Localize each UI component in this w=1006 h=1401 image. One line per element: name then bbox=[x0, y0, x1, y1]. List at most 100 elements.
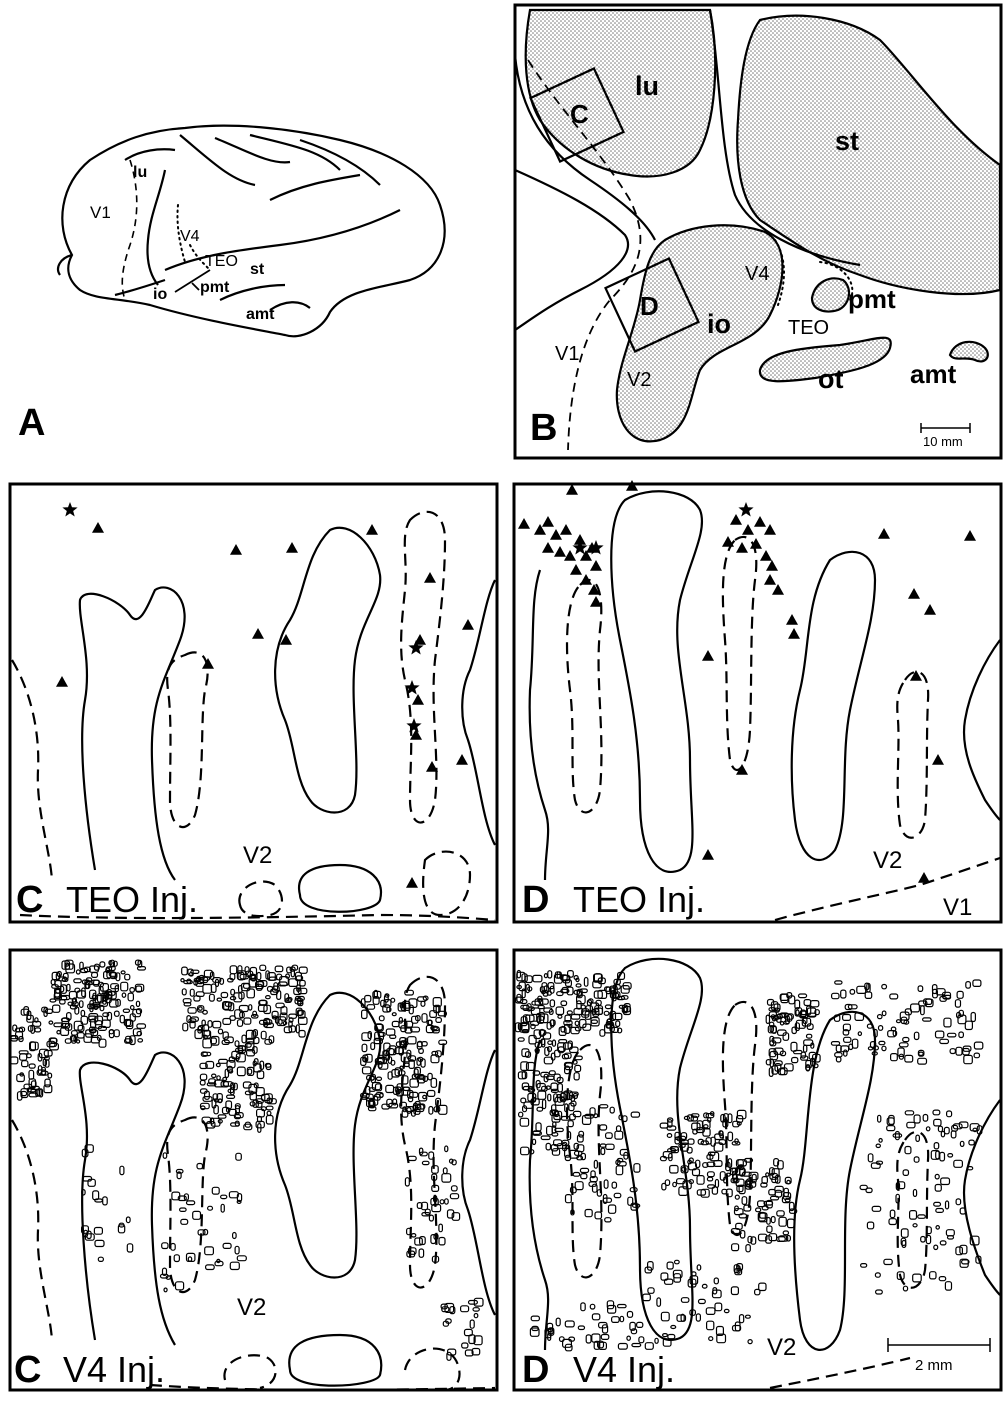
cell-marker bbox=[103, 1197, 108, 1205]
cell-marker bbox=[767, 1226, 772, 1232]
cell-marker bbox=[923, 1018, 932, 1021]
cell-marker bbox=[218, 1029, 222, 1034]
cell-marker bbox=[771, 1196, 779, 1200]
cell-marker bbox=[867, 1222, 873, 1229]
triangle-marker bbox=[252, 628, 264, 639]
label-v1: V1 bbox=[90, 203, 111, 222]
cell-marker bbox=[940, 1039, 949, 1043]
cell-marker bbox=[135, 984, 143, 991]
cell-marker bbox=[244, 1018, 251, 1024]
triangle-marker bbox=[786, 614, 798, 625]
cell-marker bbox=[469, 1301, 478, 1305]
cell-marker bbox=[724, 1309, 729, 1312]
cell-marker bbox=[964, 1055, 973, 1063]
cell-marker bbox=[249, 1005, 252, 1010]
cell-marker bbox=[561, 1117, 569, 1121]
cell-marker bbox=[755, 1289, 760, 1294]
cell-marker bbox=[164, 1288, 167, 1292]
cell-marker bbox=[182, 989, 186, 995]
cell-marker bbox=[48, 1073, 52, 1078]
cell-marker bbox=[620, 1316, 624, 1321]
cell-marker bbox=[835, 1053, 842, 1057]
cell-marker bbox=[547, 1126, 553, 1135]
cell-marker bbox=[804, 1045, 807, 1052]
cell-marker bbox=[876, 1290, 883, 1294]
cell-marker bbox=[688, 1139, 694, 1144]
cell-marker bbox=[918, 1215, 926, 1218]
cell-marker bbox=[120, 1015, 124, 1022]
cell-marker bbox=[613, 1013, 622, 1019]
cell-marker bbox=[223, 1019, 231, 1025]
cell-marker bbox=[933, 1110, 940, 1115]
dashed-outline bbox=[224, 1355, 275, 1388]
cell-marker bbox=[235, 1246, 239, 1254]
cell-marker bbox=[893, 1134, 902, 1137]
cell-marker bbox=[538, 1006, 544, 1009]
cell-marker bbox=[579, 1131, 584, 1137]
cell-marker bbox=[914, 1115, 920, 1123]
panel-frame bbox=[514, 484, 1001, 922]
cell-marker bbox=[405, 990, 414, 995]
cortex-outline bbox=[275, 528, 380, 813]
cell-marker bbox=[227, 1095, 235, 1098]
cell-marker bbox=[974, 1042, 982, 1049]
cell-marker bbox=[557, 992, 563, 996]
cell-marker bbox=[517, 994, 521, 1002]
label-io: io bbox=[707, 309, 731, 339]
cell-marker bbox=[787, 1180, 790, 1184]
cell-marker bbox=[29, 1064, 35, 1068]
cell-marker bbox=[660, 1123, 668, 1128]
triangle-marker bbox=[366, 524, 378, 535]
cell-marker bbox=[127, 1244, 132, 1252]
cell-marker bbox=[959, 1032, 964, 1038]
triangle-marker bbox=[764, 524, 776, 535]
cell-marker bbox=[552, 1149, 559, 1156]
cell-marker bbox=[766, 1015, 769, 1023]
triangle-marker bbox=[564, 550, 576, 561]
cell-marker bbox=[362, 1044, 367, 1051]
cell-marker bbox=[916, 1135, 920, 1141]
cell-marker bbox=[561, 1001, 567, 1006]
cell-marker bbox=[600, 1105, 608, 1108]
cell-marker bbox=[648, 1288, 654, 1294]
cell-marker bbox=[605, 1005, 611, 1009]
cell-marker bbox=[379, 1016, 384, 1021]
cell-marker bbox=[137, 1024, 146, 1028]
cell-marker bbox=[662, 1183, 666, 1190]
cell-marker bbox=[565, 1321, 574, 1327]
cell-marker bbox=[212, 1187, 219, 1194]
cell-marker bbox=[203, 985, 212, 994]
cell-marker bbox=[239, 986, 242, 993]
triangle-marker bbox=[788, 628, 800, 639]
cell-marker bbox=[450, 1194, 458, 1199]
cell-marker bbox=[707, 1321, 714, 1330]
cell-marker bbox=[558, 1015, 562, 1018]
cell-marker bbox=[882, 985, 887, 989]
cell-marker bbox=[973, 980, 981, 986]
cell-marker bbox=[876, 1144, 880, 1147]
cell-marker bbox=[114, 1030, 119, 1037]
cell-marker bbox=[392, 1013, 396, 1016]
triangle-marker bbox=[426, 761, 438, 772]
cell-marker bbox=[188, 1008, 196, 1014]
cell-marker bbox=[200, 1074, 206, 1080]
dashed-outline bbox=[12, 660, 52, 880]
cell-marker bbox=[594, 1114, 598, 1118]
cell-marker bbox=[256, 1102, 262, 1108]
cell-marker bbox=[872, 1206, 881, 1211]
cell-marker bbox=[541, 1136, 550, 1140]
cell-marker bbox=[728, 1132, 733, 1141]
cell-marker bbox=[600, 1144, 606, 1147]
cell-marker bbox=[935, 1174, 939, 1179]
cell-marker bbox=[218, 1099, 221, 1103]
cell-marker bbox=[936, 1031, 944, 1038]
cell-marker bbox=[914, 1032, 918, 1039]
cell-marker bbox=[735, 1195, 739, 1199]
cell-marker bbox=[371, 1043, 375, 1050]
cell-marker bbox=[897, 1020, 901, 1023]
cell-marker bbox=[604, 1011, 609, 1015]
cell-marker bbox=[901, 1229, 908, 1237]
cell-marker bbox=[423, 1095, 427, 1098]
cell-marker bbox=[29, 1070, 34, 1079]
cell-marker bbox=[199, 1007, 203, 1010]
